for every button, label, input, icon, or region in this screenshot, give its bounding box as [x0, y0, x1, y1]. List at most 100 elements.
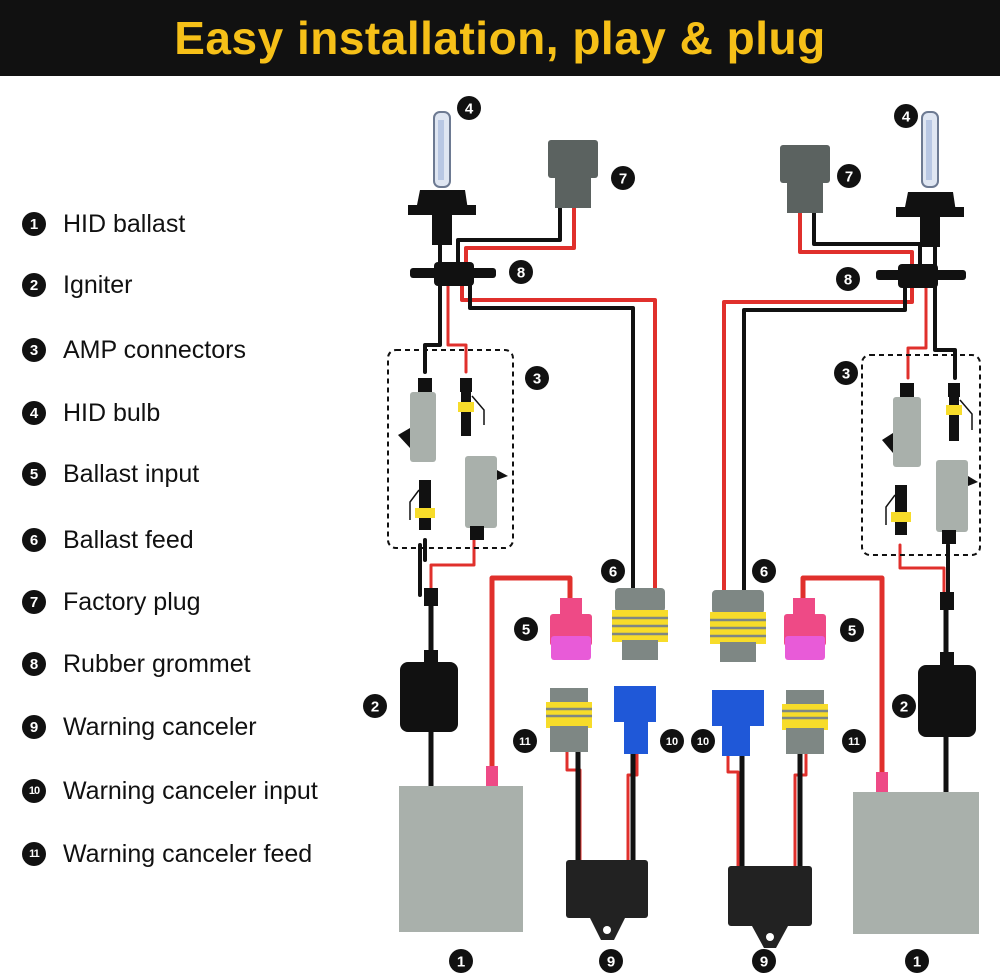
callout-badge: 9: [752, 949, 776, 973]
ballast-input-icon: [784, 598, 826, 660]
callout-badge: 7: [837, 164, 861, 188]
right-kit: [710, 111, 981, 948]
callout-number: 2: [371, 699, 379, 716]
callout-number: 11: [519, 736, 531, 748]
legend-item: 6 Ballast feed: [22, 525, 194, 555]
left-kit: [387, 111, 668, 940]
legend-label: Ballast feed: [63, 525, 194, 554]
legend-label: AMP connectors: [63, 335, 246, 364]
callout-number: 7: [845, 169, 853, 186]
legend-number: 4: [22, 401, 46, 425]
callout-number: 4: [902, 109, 911, 126]
callout-number: 4: [465, 101, 474, 118]
legend-item: 11 Warning canceler feed: [22, 839, 312, 869]
callout-badge: 11: [513, 729, 537, 753]
legend-number: 8: [22, 652, 46, 676]
amp-connectors-icon: [861, 354, 981, 556]
callout-badge: 2: [363, 694, 387, 718]
callout-badge: 3: [834, 361, 858, 385]
legend-label: Warning canceler input: [63, 776, 318, 805]
legend-number: 2: [22, 273, 46, 297]
hid-bulb-icon: [896, 111, 964, 247]
callout-badge: 9: [599, 949, 623, 973]
callout-number: 1: [913, 954, 921, 971]
legend-number: 6: [22, 528, 46, 552]
igniter-icon: [400, 588, 458, 732]
legend-label: Factory plug: [63, 587, 201, 616]
callout-number: 8: [517, 265, 525, 282]
callout-number: 6: [760, 564, 768, 581]
legend-item: 5 Ballast input: [22, 459, 199, 489]
callout-badge: 6: [752, 559, 776, 583]
hid-ballast-icon: [853, 772, 979, 934]
callout-number: 10: [666, 736, 678, 748]
legend-number: 11: [22, 842, 46, 866]
callout-number: 10: [697, 736, 709, 748]
callout-number: 9: [760, 954, 768, 971]
callout-badge: 7: [611, 166, 635, 190]
callout-badge: 10: [660, 729, 684, 753]
callout-badge: 2: [892, 694, 916, 718]
legend-label: HID ballast: [63, 209, 186, 238]
callout-badge: 1: [905, 949, 929, 973]
callout-badge: 4: [894, 104, 918, 128]
legend-label: Igniter: [63, 270, 133, 299]
legend-label: Ballast input: [63, 459, 200, 488]
callout-number: 8: [844, 272, 852, 289]
warning-canceler-feed-icon: [782, 690, 828, 754]
callout-number: 11: [848, 736, 860, 748]
callout-number: 5: [522, 622, 530, 639]
factory-plug-icon: [548, 140, 598, 208]
number-callouts: 4 7 8 3 6 5 2 11 10 1 9 4 7 8 3 6 5 2 10…: [363, 96, 929, 973]
callout-badge: 11: [842, 729, 866, 753]
callout-number: 9: [607, 954, 615, 971]
page-title: Easy installation, play & plug: [174, 12, 826, 64]
callout-badge: 8: [836, 267, 860, 291]
ballast-feed-icon: [710, 590, 766, 662]
warning-canceler-feed-icon: [546, 688, 592, 752]
legend-item: 7 Factory plug: [22, 587, 201, 617]
callout-badge: 4: [457, 96, 481, 120]
callout-badge: 3: [525, 366, 549, 390]
rubber-grommet-icon: [876, 264, 966, 288]
legend-label: Rubber grommet: [63, 649, 251, 678]
callout-badge: 6: [601, 559, 625, 583]
callout-badge: 5: [514, 617, 538, 641]
callout-number: 3: [533, 371, 541, 388]
ballast-input-icon: [550, 598, 592, 660]
callout-number: 7: [619, 171, 627, 188]
hid-ballast-icon: [399, 766, 523, 932]
legend-item: 4 HID bulb: [22, 398, 160, 428]
callout-number: 5: [848, 623, 856, 640]
factory-plug-icon: [780, 145, 830, 213]
amp-connectors-icon: [387, 349, 514, 549]
igniter-icon: [918, 592, 976, 737]
callout-badge: 8: [509, 260, 533, 284]
ballast-feed-icon: [612, 588, 668, 660]
callout-number: 6: [609, 564, 617, 581]
warning-canceler-input-icon: [712, 690, 764, 756]
legend-number: 1: [22, 212, 46, 236]
warning-canceler-icon: [728, 866, 812, 948]
legend-item: 10 Warning canceler input: [22, 776, 318, 806]
legend-number: 5: [22, 462, 46, 486]
legend-number: 3: [22, 338, 46, 362]
legend-item: 3 AMP connectors: [22, 335, 246, 365]
legend-number: 10: [22, 779, 46, 803]
legend-item: 1 HID ballast: [22, 209, 185, 239]
legend-label: HID bulb: [63, 398, 161, 427]
callout-number: 3: [842, 366, 850, 383]
header-banner: Easy installation, play & plug: [0, 0, 1000, 76]
legend-item: 8 Rubber grommet: [22, 649, 251, 679]
legend-number: 7: [22, 590, 46, 614]
legend-label: Warning canceler feed: [63, 839, 313, 868]
callout-badge: 1: [449, 949, 473, 973]
callout-number: 1: [457, 954, 465, 971]
callout-badge: 5: [840, 618, 864, 642]
warning-canceler-icon: [566, 860, 648, 940]
legend-item: 9 Warning canceler: [22, 712, 257, 742]
legend-label: Warning canceler: [63, 712, 257, 741]
callout-number: 2: [900, 699, 908, 716]
legend-number: 9: [22, 715, 46, 739]
